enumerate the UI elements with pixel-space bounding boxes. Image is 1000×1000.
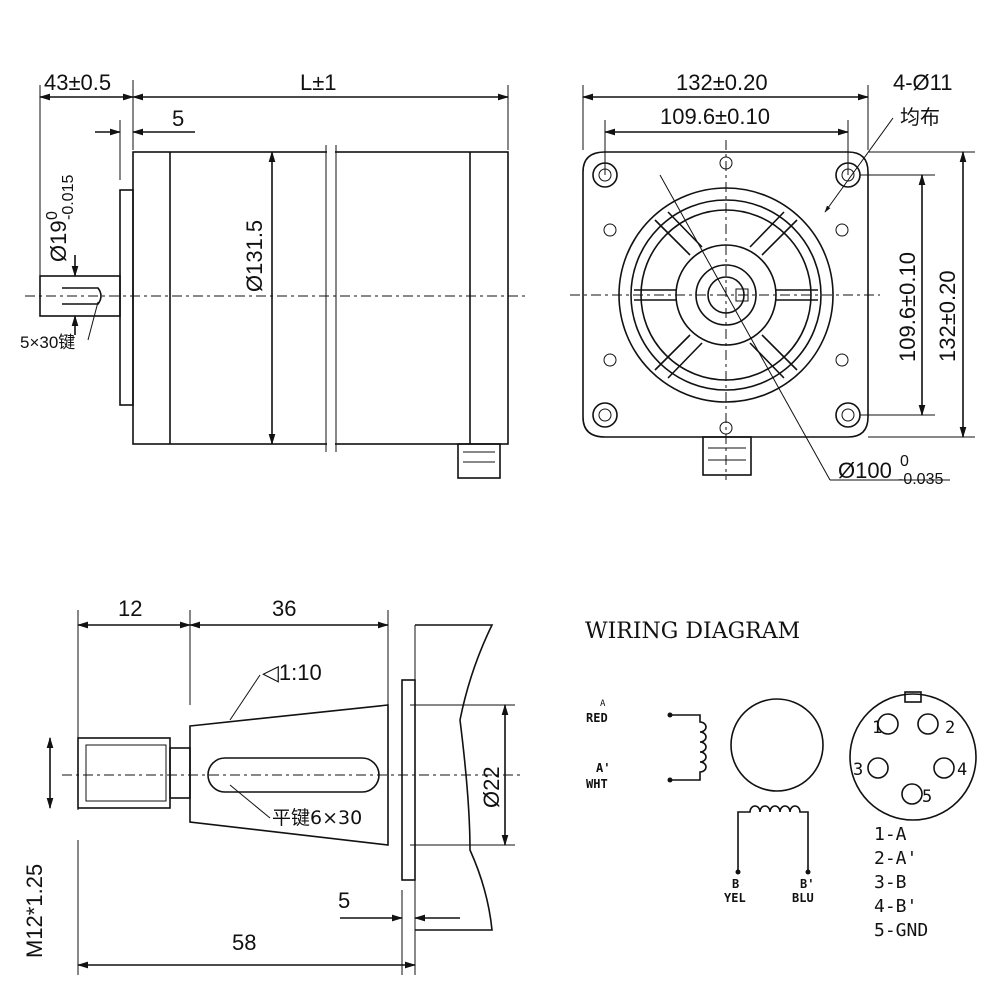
shaft-detail: 12 36 ◁1:10 Ø22 M12*1.25 平键6×30 5 58 <box>22 596 520 975</box>
pilot-diameter-dim: Ø100 0 -0.035 <box>838 453 943 488</box>
svg-text:0: 0 <box>900 453 909 470</box>
flange-width-dim: 132±0.20 <box>676 70 768 95</box>
pin-4: 4 <box>933 757 967 780</box>
thread-spec: M12*1.25 <box>22 864 47 958</box>
a-color-label: RED <box>586 711 608 725</box>
pin-1: 1 <box>872 713 899 738</box>
connector-pinout: 1 2 3 4 5 <box>849 691 977 821</box>
svg-text:1: 1 <box>872 718 882 738</box>
legend-item: 1-A <box>874 824 907 845</box>
wiring-title: WIRING DIAGRAM <box>585 619 800 644</box>
mount-hole-tl <box>592 162 618 188</box>
b-label: B <box>732 877 739 891</box>
rotor-symbol <box>730 698 824 792</box>
flat-key-label: 平键6×30 <box>272 807 362 829</box>
ap-label: A' <box>596 761 610 775</box>
svg-text:5: 5 <box>922 787 932 807</box>
hole-pitch-vertical-dim: 109.6±0.10 <box>895 252 920 362</box>
pin-3: 3 <box>853 757 889 780</box>
svg-text:-0.035: -0.035 <box>898 471 943 488</box>
legend-item: 2-A' <box>874 848 917 869</box>
wiring-diagram: WIRING DIAGRAM A RED A' WHT B YEL B' BLU… <box>585 619 977 941</box>
coil-a <box>667 712 707 783</box>
b-color-label: YEL <box>724 891 746 905</box>
overall-length-dim: 58 <box>232 930 256 955</box>
flange-boss-dim: 5 <box>338 888 350 913</box>
svg-text:0: 0 <box>44 211 61 220</box>
svg-text:4: 4 <box>957 760 967 780</box>
shaft-diameter-dim: Ø19 0 -0.015 <box>44 175 77 262</box>
body-diameter-dim: Ø131.5 <box>242 220 267 292</box>
legend-item: 3-B <box>874 872 907 893</box>
coil-b <box>735 805 811 875</box>
mount-hole-br <box>835 402 861 428</box>
taper-length-dim: 36 <box>272 596 296 621</box>
legend-item: 4-B' <box>874 896 917 917</box>
boss-depth-dim: 5 <box>172 106 184 131</box>
a-small-label: A <box>600 699 606 709</box>
shaft-diameter-dim: Ø22 <box>479 766 504 808</box>
bp-label: B' <box>800 877 814 891</box>
hole-pitch-dim: 109.6±0.10 <box>660 104 770 129</box>
hole-note-cn: 均布 <box>900 105 940 129</box>
body-length-dim: L±1 <box>300 70 337 95</box>
svg-text:2: 2 <box>945 718 955 738</box>
side-view: 43±0.5 L±1 5 Ø131.5 Ø19 0 -0.015 5×30键 <box>20 70 525 479</box>
ap-color-label: WHT <box>586 777 608 791</box>
svg-text:3: 3 <box>853 760 863 780</box>
front-view: 132±0.20 109.6±0.10 4-Ø11 均布 132±0.20 10… <box>570 70 975 488</box>
thread-length-dim: 12 <box>118 596 142 621</box>
flange-thickness-dim: 43±0.5 <box>44 70 111 95</box>
hole-note: 4-Ø11 <box>893 70 953 95</box>
key-label: 5×30键 <box>20 333 75 352</box>
svg-text:Ø100: Ø100 <box>838 458 892 483</box>
flange-height-dim: 132±0.20 <box>935 270 960 362</box>
pin-2: 2 <box>917 713 955 738</box>
taper-ratio: ◁1:10 <box>262 660 322 685</box>
legend-item: 5-GND <box>874 920 928 941</box>
svg-text:-0.015: -0.015 <box>60 175 77 220</box>
mount-hole-bl <box>592 402 618 428</box>
pin-5: 5 <box>901 783 932 807</box>
bp-color-label: BLU <box>792 891 814 905</box>
svg-text:Ø19: Ø19 <box>46 220 71 262</box>
pin-legend: 1-A 2-A' 3-B 4-B' 5-GND <box>874 824 928 941</box>
